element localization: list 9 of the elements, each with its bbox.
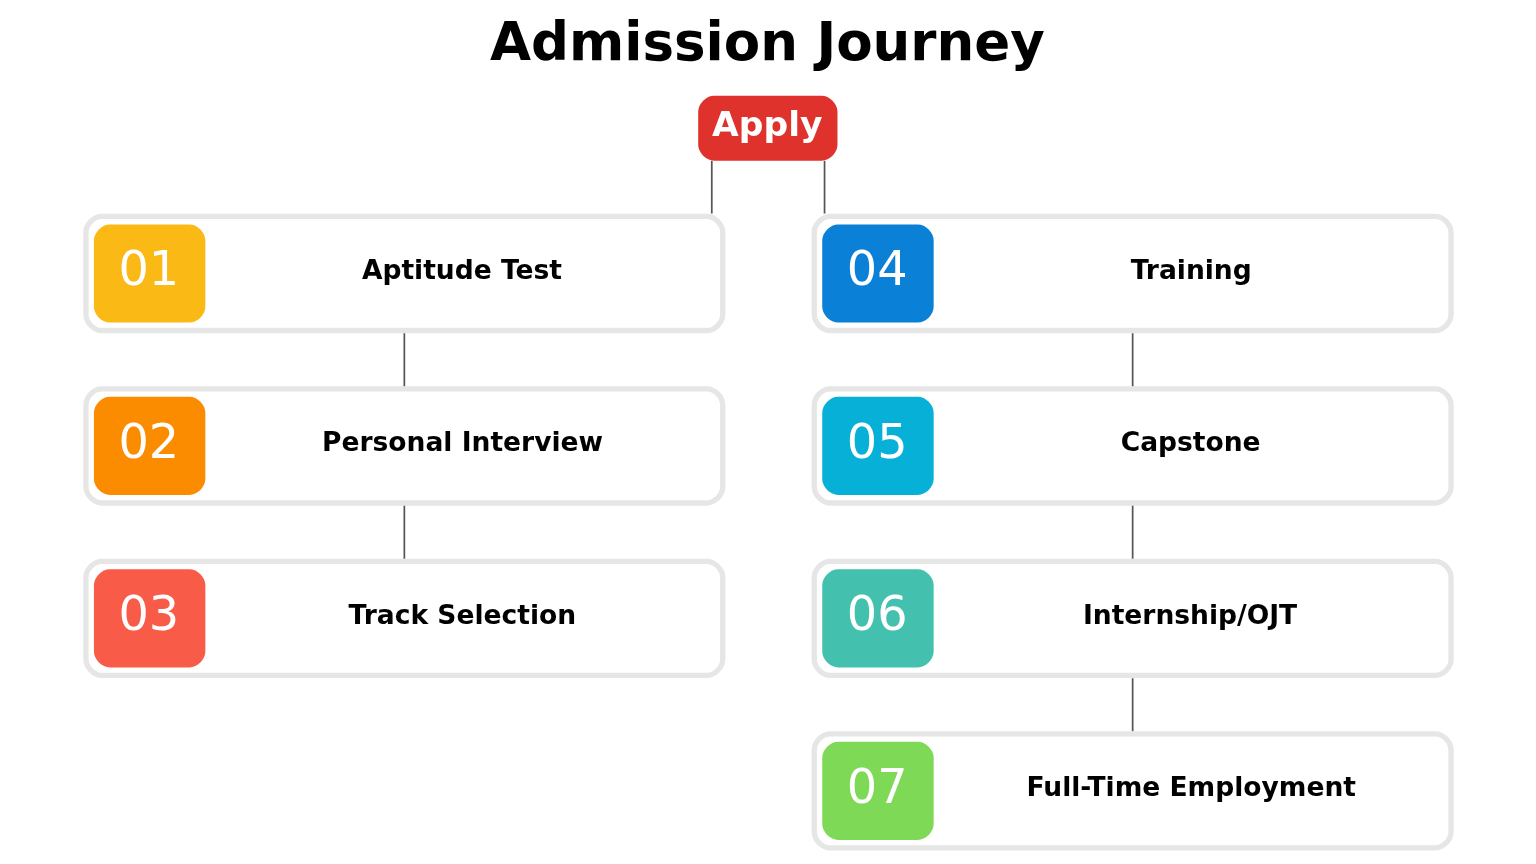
diagram-title: Admission Journey: [489, 10, 1045, 73]
connector: [403, 504, 405, 560]
connector: [710, 159, 713, 215]
connector: [1131, 677, 1133, 732]
connector: [823, 159, 825, 215]
connector: [1131, 332, 1133, 388]
connector: [403, 332, 405, 388]
connector: [1131, 504, 1133, 560]
node-box: Apply: [697, 95, 837, 161]
